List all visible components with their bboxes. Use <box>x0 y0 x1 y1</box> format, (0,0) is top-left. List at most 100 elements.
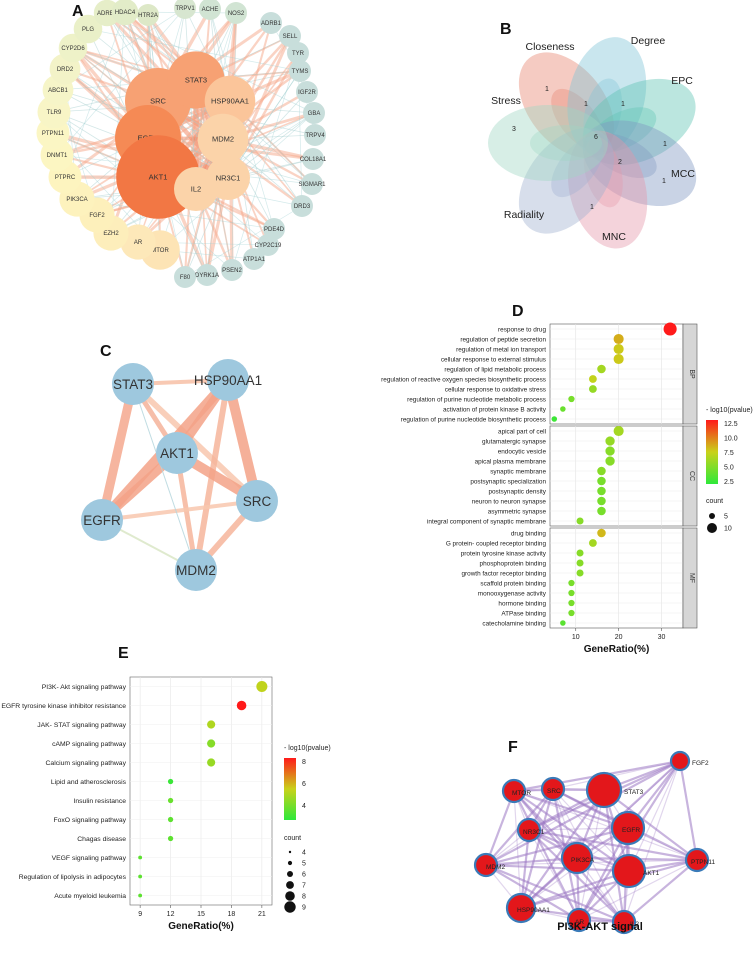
c-node-stat3: STAT3 <box>112 363 154 405</box>
a-node-circle <box>243 248 265 270</box>
d-x-tick-label: 20 <box>615 634 623 641</box>
f-node-nr3c1: NR3C1 <box>516 817 545 843</box>
d-term-label: regulation of lipid metabolic process <box>444 367 546 374</box>
a-node-label: ADRB2 <box>97 11 118 17</box>
a-node-circle <box>204 75 256 127</box>
d-term-label: regulation of purine nucleotide biosynth… <box>401 417 546 424</box>
d-point-regulation-of-peptide-secretion <box>613 333 624 345</box>
venn-set-label-degree: Degree <box>631 35 666 47</box>
f-edge <box>485 826 629 867</box>
a-node-tyr: TYR <box>287 42 309 64</box>
venn-petal-stress <box>488 105 608 181</box>
a-edge-minor <box>64 11 126 178</box>
e-legend-size-tick: 4 <box>302 850 306 857</box>
a-edge-minor <box>56 7 186 156</box>
a-node-circle <box>174 167 218 211</box>
e-point-vegf-signaling-pathway <box>138 855 143 860</box>
venn-count-degree-epc: 1 <box>621 101 625 108</box>
f-node-circle <box>501 778 527 804</box>
f-node-label: IL2 <box>630 921 639 928</box>
d-facet-strip <box>682 527 698 629</box>
venn-count-closeness-degree: 1 <box>584 101 588 108</box>
a-node-circle <box>302 148 324 170</box>
f-node-circle <box>566 907 592 933</box>
c-node-label: AKT1 <box>160 446 194 461</box>
a-node-circle <box>174 0 196 19</box>
d-point-regulation-of-metal-ion-transport <box>613 343 624 355</box>
d-point-atpase-binding <box>568 609 575 617</box>
f-node-akt1: AKT1 <box>611 853 660 889</box>
c-node-akt1: AKT1 <box>156 432 198 474</box>
d-term-label: cellular response to oxidative stress <box>445 387 546 394</box>
c-node-hsp90aa1: HSP90AA1 <box>194 359 262 401</box>
d-term-label: regulation of purine nucleotide metaboli… <box>407 397 546 404</box>
f-edge <box>513 790 522 909</box>
f-node-label: EGFR <box>622 827 640 834</box>
d-legend-size-tick: 5 <box>724 514 728 521</box>
d-point-activation-of-protein-kinase-b-activity <box>560 406 566 412</box>
e-point-calcium-signaling-pathway <box>207 758 216 767</box>
a-node-circle <box>301 173 323 195</box>
e-point-chagas-disease <box>167 835 174 842</box>
a-node-label: PSEN2 <box>222 268 242 274</box>
d-term-label: postsynaptic density <box>488 489 546 496</box>
d-legend-color-tick: 10.0 <box>724 436 738 443</box>
d-legend-size-dot <box>707 523 717 533</box>
a-node-label: ATP1A1 <box>243 257 266 263</box>
d-point-response-to-drug <box>663 322 677 336</box>
e-point-jak-stat-signaling-pathway <box>207 720 216 729</box>
d-term-label: protein tyrosine kinase activity <box>461 551 547 558</box>
e-x-tick-label: 12 <box>167 911 175 918</box>
c-node-circle <box>81 499 123 541</box>
venn-petal-inner-degree <box>583 78 623 150</box>
c-edge-egfr-src <box>101 499 258 522</box>
a-node-label: PTPRC <box>55 175 76 181</box>
d-legend-size-title: count <box>706 498 723 505</box>
c-node-label: STAT3 <box>113 377 153 392</box>
f-node-circle <box>611 853 647 889</box>
e-legend-color-tick: 6 <box>302 781 306 788</box>
c-node-circle <box>112 363 154 405</box>
d-legend-size-dot <box>709 513 715 519</box>
a-node-label: ACHE <box>202 7 219 13</box>
a-node-il2: IL2 <box>174 167 218 211</box>
c-node-label: EGFR <box>83 513 121 528</box>
a-node-label: PLG <box>82 27 94 33</box>
f-edge <box>528 829 580 921</box>
a-node-label: CYP2C19 <box>255 243 282 249</box>
venn-set-label-closeness: Closeness <box>525 41 574 53</box>
a-node-ache: ACHE <box>199 0 221 20</box>
f-node-label: MDM2 <box>486 864 506 871</box>
c-node-circle <box>207 359 249 401</box>
f-node-src: SRC <box>540 776 566 802</box>
venn-petal-epc <box>582 78 696 166</box>
venn-set-label-mcc: MCC <box>671 168 695 180</box>
panel-e-letter: E <box>118 645 129 662</box>
a-node-sell: SELL <box>279 25 301 47</box>
f-edge <box>552 788 630 872</box>
a-node-dyrk1a: DYRK1A <box>195 264 219 286</box>
e-term-label: Insulin resistance <box>73 798 126 805</box>
d-x-tick-label: 30 <box>658 634 666 641</box>
e-point-regulation-of-lipolysis-in-adipocytes <box>138 874 143 879</box>
d-point-postsynaptic-density <box>597 486 606 496</box>
f-node-ar: AR <box>566 907 592 933</box>
a-node-nos2: NOS2 <box>225 2 247 24</box>
a-node-label: IL2 <box>191 185 201 194</box>
d-point-regulation-of-purine-nucleotide-metabolic-process <box>568 395 575 403</box>
venn-petal-inner-mnc <box>583 136 623 208</box>
d-term-label: hormone binding <box>498 601 546 608</box>
c-edge-stat3-mdm2 <box>132 383 197 571</box>
f-node-fgf2: FGF2 <box>669 750 709 772</box>
d-term-label: scaffold protein binding <box>480 581 546 588</box>
d-point-apical-plasma-membrane <box>605 456 615 466</box>
e-point-acute-myeloid-leukemia <box>138 893 143 898</box>
